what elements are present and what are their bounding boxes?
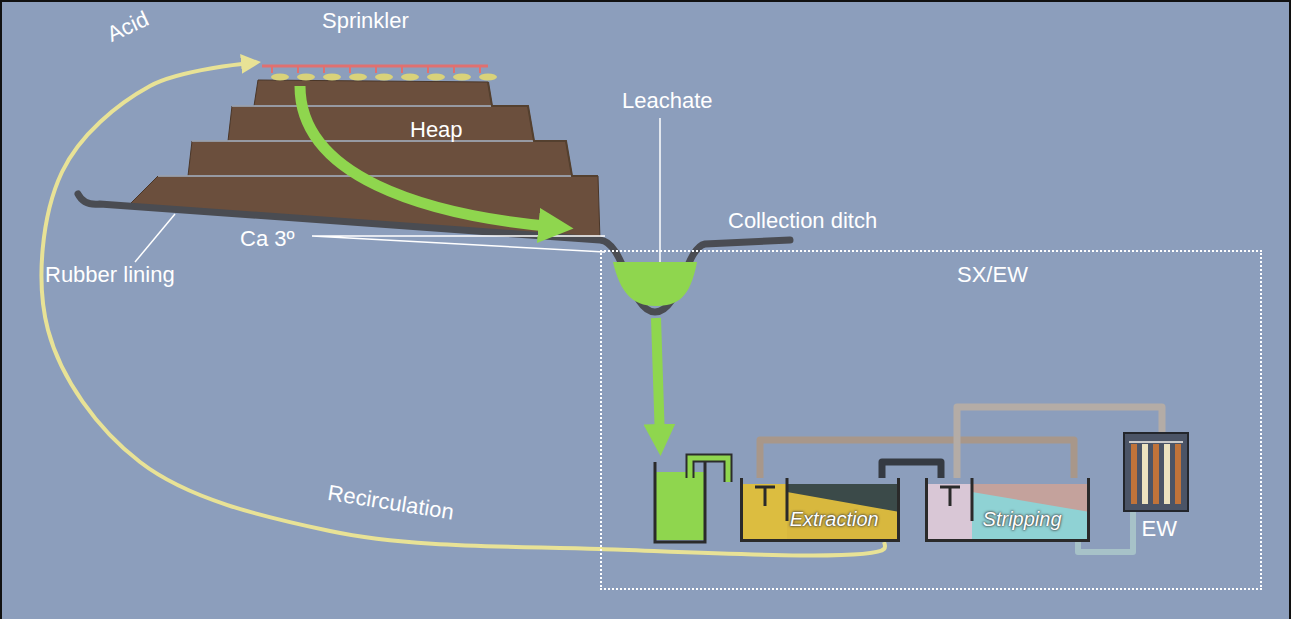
tank-drawing-part [972, 484, 1087, 539]
feed-tank-part [690, 458, 728, 482]
feed-tank-part [655, 462, 705, 542]
tank-drawing-part [764, 487, 767, 506]
cell-drawing-part [1129, 441, 1183, 443]
sprinkler [262, 66, 497, 81]
tank-drawing-part [787, 484, 897, 539]
angle-label: Ca 3º [240, 226, 295, 251]
cell-drawing-part [1131, 444, 1137, 504]
sprinkler-part [453, 74, 471, 81]
heap-illustration-part [232, 105, 492, 107]
pipe [882, 462, 941, 478]
leader-line [135, 214, 175, 262]
flow-label: Acid [103, 6, 152, 47]
sprinkler-part [427, 66, 429, 73]
edge-label: Recirculation [326, 480, 456, 525]
part-name: Leachate [622, 88, 713, 113]
sprinkler-part [297, 66, 299, 73]
node-text: Heap [410, 117, 463, 142]
tank-drawing-part [949, 487, 952, 506]
cell-drawing-part [1153, 444, 1159, 504]
stripping-tank: Stripping [925, 478, 1090, 542]
cell-drawing-part [1164, 444, 1170, 504]
sprinkler-part [297, 74, 315, 81]
sprinkler-part [375, 66, 377, 73]
cell-drawing-part [1142, 444, 1148, 504]
flow-arrow [656, 318, 660, 440]
node-text: SX/EW [957, 262, 1028, 287]
cell-drawing-part [1124, 433, 1188, 511]
tank-drawing-part [971, 478, 974, 521]
sprinkler-part [271, 66, 273, 73]
sprinkler-part [349, 66, 351, 73]
cell-drawing [1123, 432, 1189, 512]
slope-angle [312, 236, 605, 252]
sprinkler-part [427, 74, 445, 81]
tank-drawing-part [743, 484, 787, 539]
feed-tank [655, 458, 728, 542]
extraction-tank: Extraction [740, 478, 900, 542]
tank-drawing-part [972, 484, 1087, 512]
leachate-pool [613, 262, 697, 306]
feed-tank-part [655, 472, 705, 540]
electrowinning-cell: EW [1123, 432, 1189, 512]
recirculation-line [42, 63, 885, 555]
feed-tank-part [690, 458, 728, 482]
pipe [760, 440, 1074, 478]
heap-illustration-part [192, 140, 534, 142]
sprinkler-part [323, 74, 341, 81]
heap-illustration-part [100, 80, 600, 240]
sprinkler-part [401, 74, 419, 81]
sxew-region: Extraction Stripping EW SX/EW [600, 250, 1262, 590]
cell-drawing-part [1175, 444, 1181, 504]
sprinkler-part [401, 66, 403, 73]
tank-drawing-part [786, 478, 789, 521]
sprinkler-part [479, 74, 497, 81]
part-name: Rubber lining [45, 262, 175, 287]
node-text: Stripping [983, 508, 1062, 531]
tank-drawing-part [787, 484, 897, 512]
sprinkler-part [271, 74, 289, 81]
tank-drawing-part [928, 484, 972, 539]
heap-illustration-part [488, 82, 598, 176]
node-text: Extraction [790, 508, 879, 531]
heap-node: Heap [255, 55, 610, 235]
sprinkler-part [349, 74, 367, 81]
sprinkler-part [375, 74, 393, 81]
node-text: EW [1142, 516, 1177, 541]
heap-illustration [100, 80, 600, 240]
leader-line [659, 118, 661, 262]
part-name: Collection ditch [728, 208, 877, 233]
sprinkler-part [323, 66, 325, 73]
flow-arrow [300, 86, 556, 227]
sprinkler-part [479, 66, 481, 73]
sprinkler-part [453, 66, 455, 73]
part-name: Sprinkler [322, 8, 409, 33]
